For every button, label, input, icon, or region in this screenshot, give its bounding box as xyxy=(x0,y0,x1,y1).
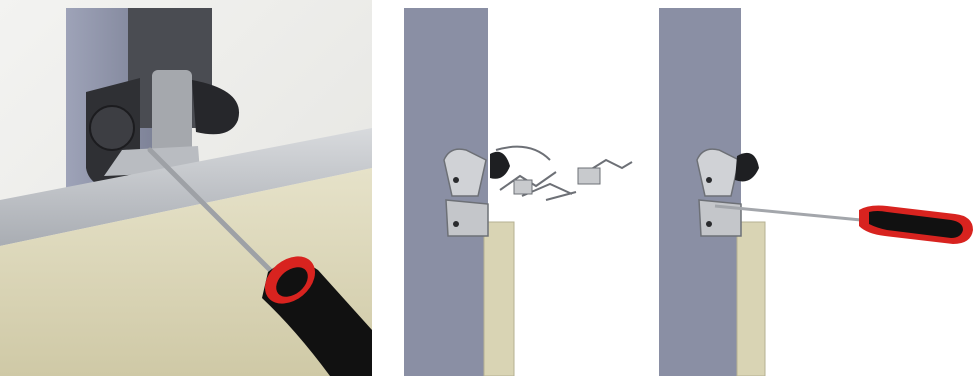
hinge-knob xyxy=(90,106,134,150)
closeup-illustration xyxy=(0,0,372,376)
panel-left-closeup xyxy=(0,0,372,376)
assembled-illustration xyxy=(655,0,975,376)
door-panel-edge xyxy=(484,222,514,376)
exploded-illustration xyxy=(400,0,638,376)
panel-middle-exploded xyxy=(400,0,638,376)
panel-right-assembled xyxy=(655,0,975,376)
door-panel-edge xyxy=(737,222,765,376)
